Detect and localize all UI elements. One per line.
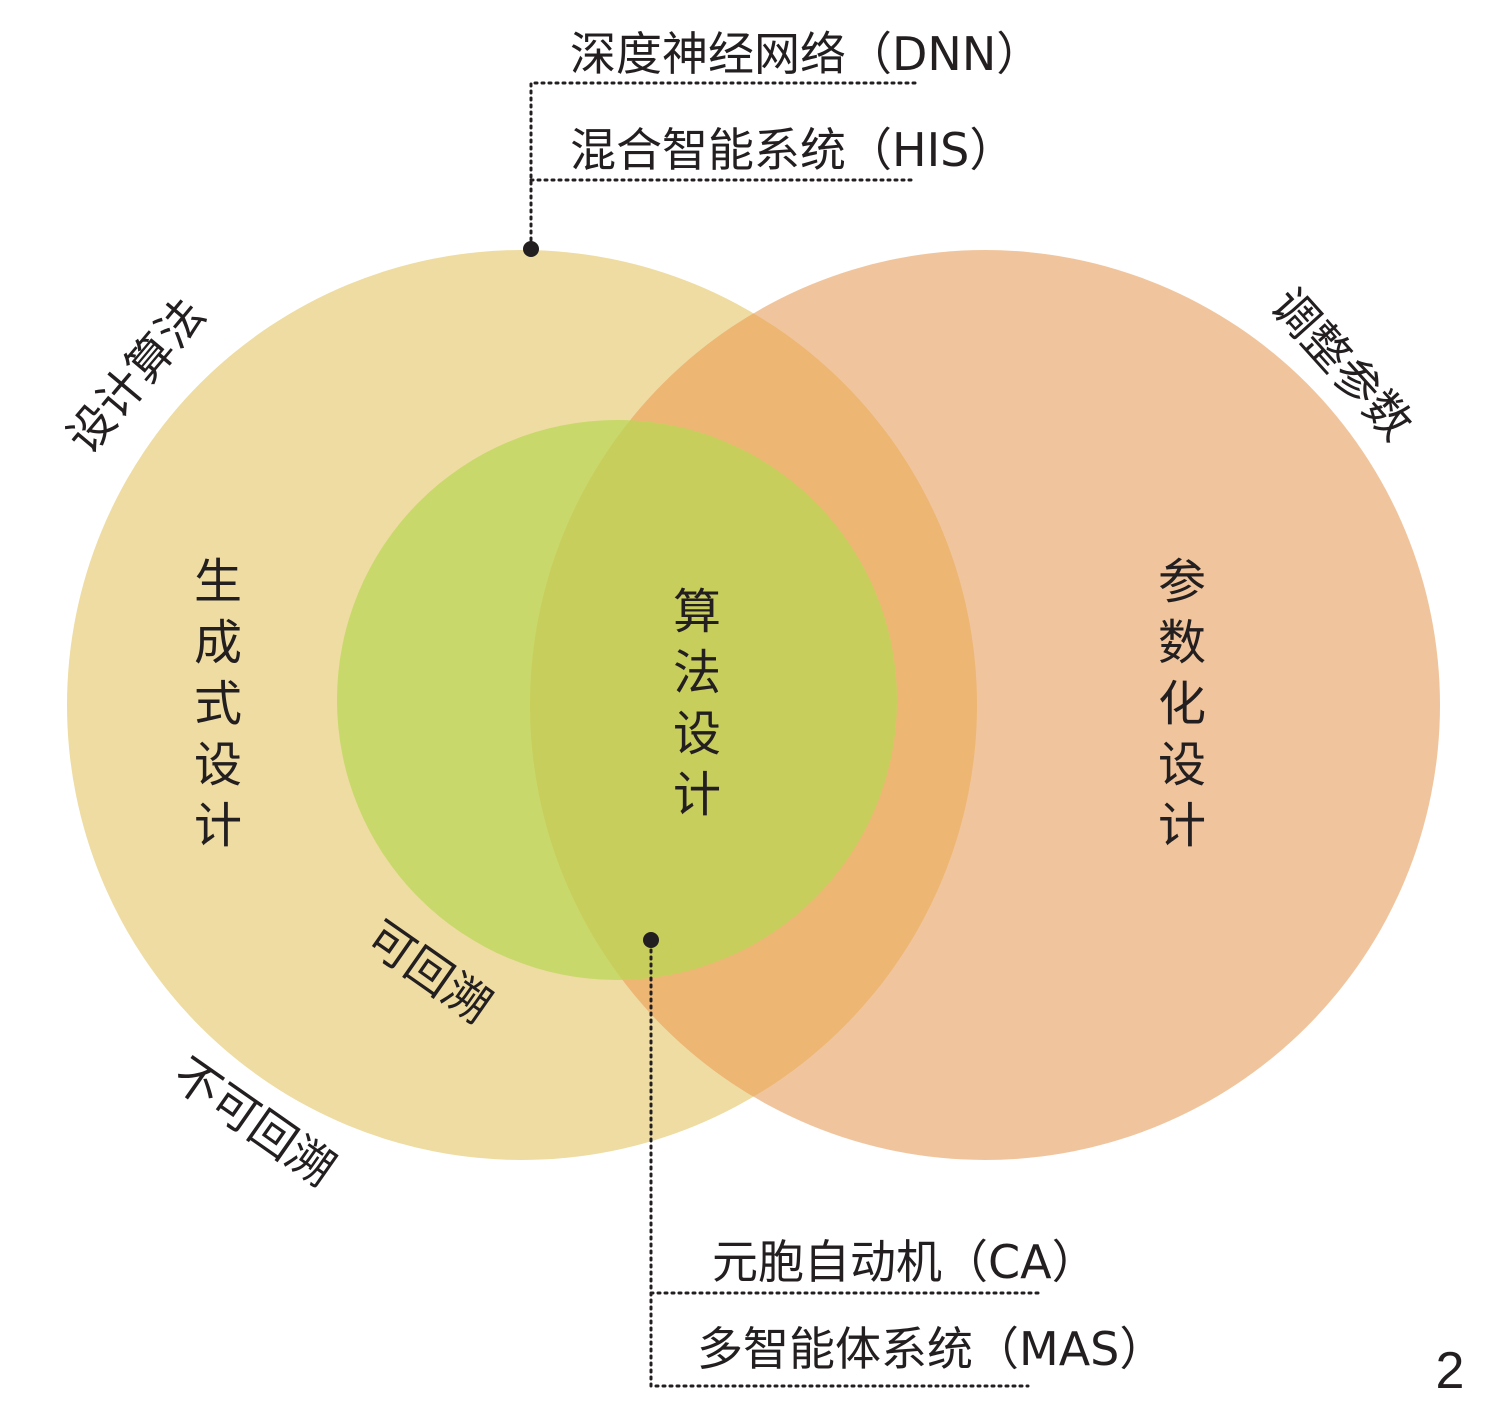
- mas-label: 多智能体系统（MAS）: [697, 1322, 1165, 1376]
- his-label: 混合智能系统（HIS）: [570, 123, 1015, 177]
- algorithmic-parametric-overlap: [530, 420, 897, 980]
- label-char: 设: [194, 737, 242, 793]
- label-char: 设: [673, 706, 721, 762]
- label-char: 计: [194, 798, 242, 854]
- label-char: 化: [1158, 676, 1206, 732]
- top-callout: 深度神经网络（DNN） 混合智能系统（HIS）: [523, 27, 1042, 257]
- label-char: 参: [1158, 554, 1206, 610]
- label-char: 式: [194, 676, 242, 732]
- dnn-label: 深度神经网络（DNN）: [570, 27, 1042, 81]
- label-char: 生: [194, 554, 242, 610]
- bottom-callout: 元胞自动机（CA） 多智能体系统（MAS）: [643, 932, 1165, 1388]
- label-char: 法: [673, 645, 721, 701]
- label-char: 计: [1158, 798, 1206, 854]
- callout-dot: [523, 241, 539, 257]
- ca-label: 元胞自动机（CA）: [712, 1235, 1098, 1289]
- label-char: 成: [194, 615, 242, 671]
- label-char: 计: [673, 767, 721, 823]
- label-char: 设: [1158, 737, 1206, 793]
- page-number: 2: [1436, 1342, 1465, 1400]
- callout-dot: [643, 932, 659, 948]
- label-char: 算: [673, 584, 721, 640]
- label-char: 数: [1158, 615, 1206, 671]
- callout-leader-line: [649, 948, 1042, 1388]
- callout-leader-line: [529, 81, 917, 242]
